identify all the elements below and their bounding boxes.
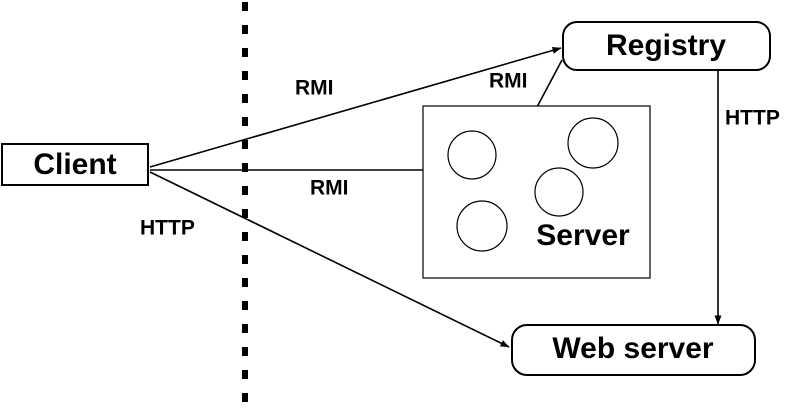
- remote-object-4-icon: [456, 200, 508, 252]
- server-label: Server: [536, 219, 630, 252]
- node-web-server[interactable]: Web server: [511, 324, 756, 376]
- edge-label-rmi-client-server: RMI: [310, 177, 349, 200]
- edge-client-to-registry[interactable]: [149, 47, 562, 168]
- client-box: [1, 143, 149, 186]
- web-server-box: [511, 324, 756, 376]
- registry-label: Registry: [606, 29, 726, 62]
- edge-label-rmi-client-registry: RMI: [295, 77, 334, 100]
- edge-client-to-web-server[interactable]: [149, 171, 510, 348]
- node-server[interactable]: Server: [422, 105, 651, 279]
- remote-object-3-icon: [534, 167, 584, 217]
- node-client[interactable]: Client: [1, 143, 149, 186]
- edge-label-http-registry-web: HTTP: [725, 107, 780, 130]
- edges-group: [149, 47, 722, 348]
- remote-object-2-icon: [567, 117, 619, 169]
- edge-server-to-registry[interactable]: [536, 59, 563, 108]
- node-registry[interactable]: Registry: [562, 21, 771, 71]
- web-server-label: Web server: [552, 332, 714, 365]
- registry-box: [562, 21, 771, 71]
- edge-label-rmi-server-registry: RMI: [489, 70, 528, 93]
- edge-labels-group: RMI RMI RMI HTTP HTTP: [140, 70, 780, 240]
- client-label: Client: [33, 148, 116, 181]
- remote-object-1-icon: [447, 130, 497, 180]
- edge-label-http-client-web: HTTP: [140, 217, 195, 240]
